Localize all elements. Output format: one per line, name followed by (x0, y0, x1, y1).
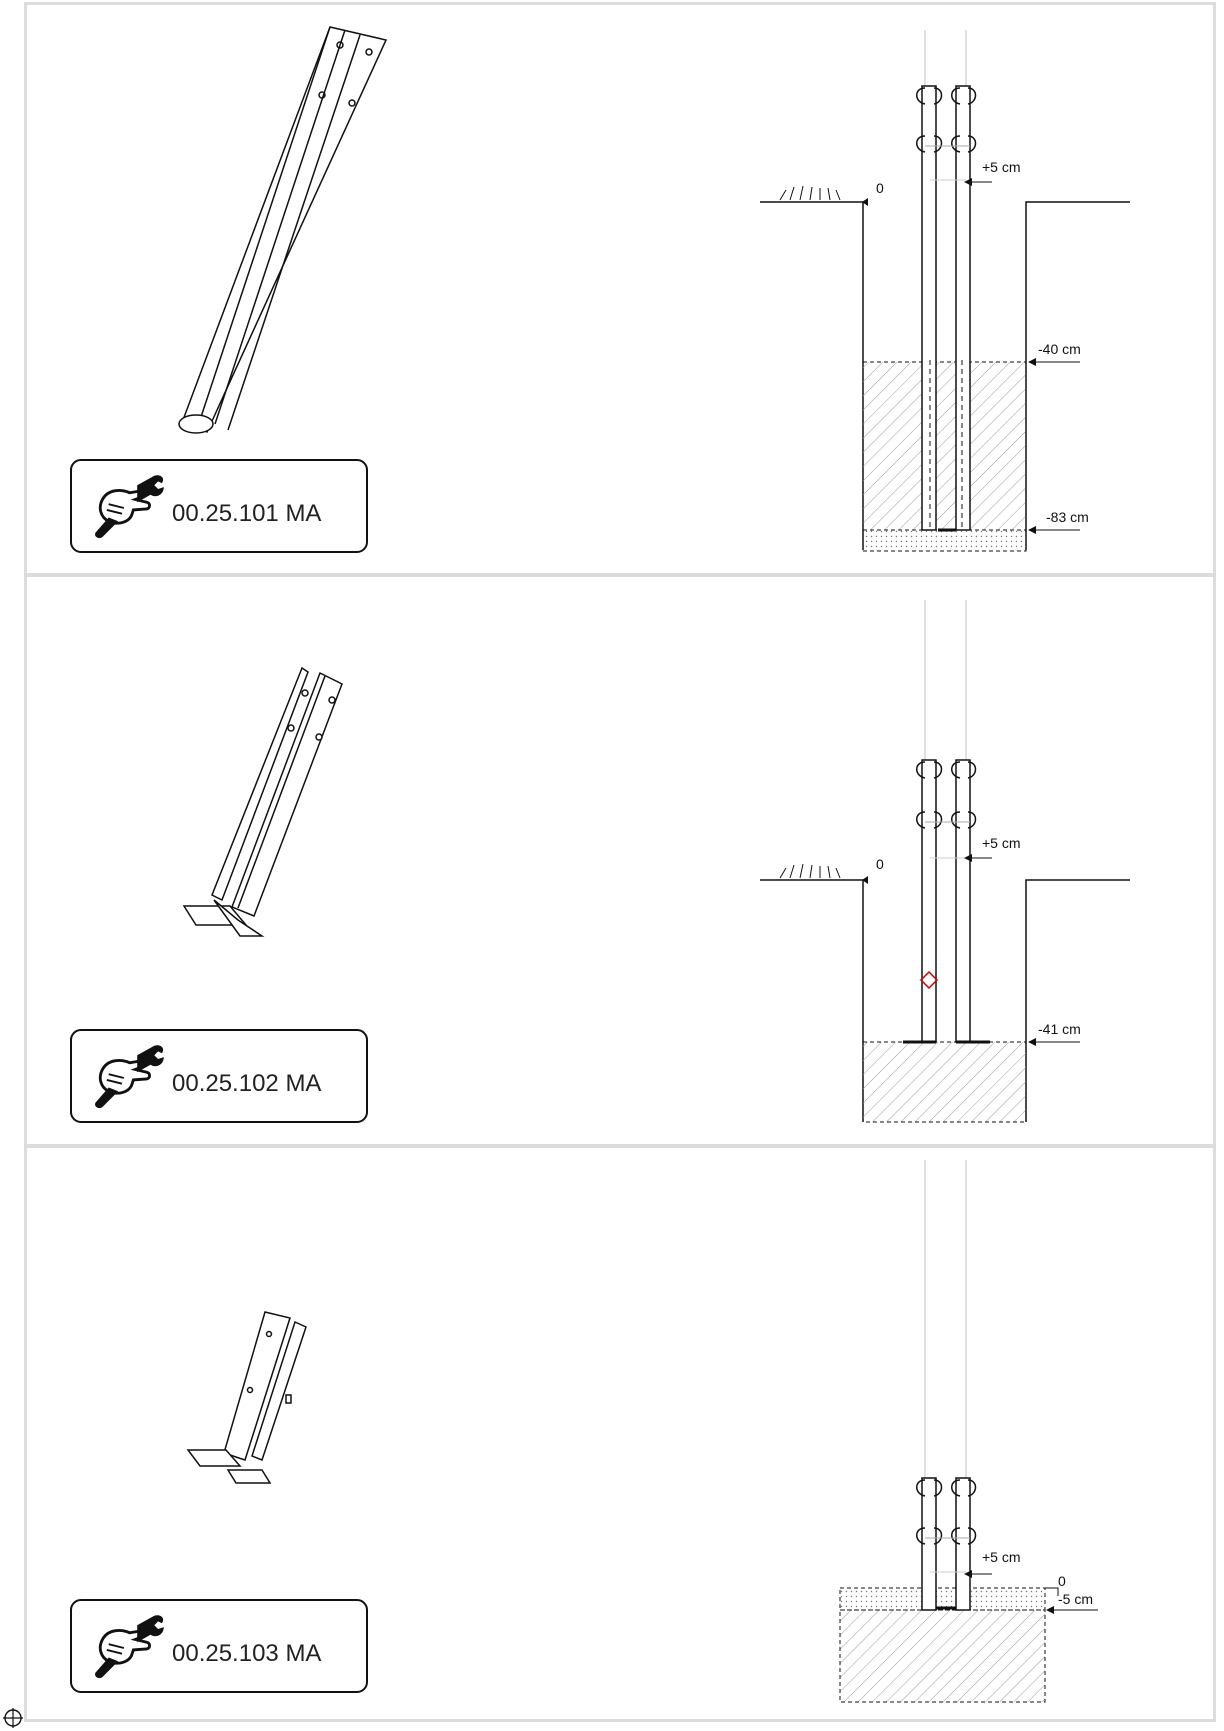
part-code-badge-1: 00.25.101 MA (70, 459, 368, 553)
section-drawing-3: +5 cm 0 -5 cm (839, 1160, 1098, 1703)
part-code: 00.25.101 MA (172, 500, 321, 527)
ground-level-label: 0 (876, 180, 884, 196)
page-frame (24, 2, 1216, 1722)
panel-3: 00.25.103 MA +5 cm 0 -5 cm (70, 1160, 1098, 1703)
panel-divider (24, 1144, 1216, 1148)
part-code: 00.25.102 MA (172, 1070, 321, 1097)
part-code-badge-2: 00.25.102 MA (70, 1029, 368, 1123)
dimension-mid: -41 cm (1038, 1021, 1081, 1037)
dimension-mid: -5 cm (1058, 1591, 1093, 1607)
section-drawing-2: 0 +5 cm -41 cm (760, 600, 1130, 1123)
dimension-bottom: -83 cm (1046, 509, 1089, 525)
part-code: 00.25.103 MA (172, 1640, 321, 1667)
dimension-top: +5 cm (982, 1549, 1021, 1565)
dimension-top: +5 cm (982, 835, 1021, 851)
red-marker-icon (919, 970, 939, 990)
dimension-mid: -40 cm (1038, 341, 1081, 357)
dimension-top: +5 cm (982, 159, 1021, 175)
post-isometric-1 (178, 26, 388, 434)
post-isometric-2 (182, 666, 343, 937)
ground-level-label: 0 (876, 856, 884, 872)
panel-2: 00.25.102 MA 0 +5 cm (70, 600, 1130, 1123)
ground-level-label: 0 (1058, 1573, 1066, 1589)
post-isometric-3 (186, 1311, 307, 1484)
panel-divider (24, 573, 1216, 577)
crosshair-icon (3, 1708, 23, 1728)
panel-1: 00.25.101 MA (70, 26, 1130, 553)
part-code-badge-3: 00.25.103 MA (70, 1599, 368, 1693)
section-drawing-1: 0 +5 cm -40 cm -83 cm (760, 30, 1130, 552)
